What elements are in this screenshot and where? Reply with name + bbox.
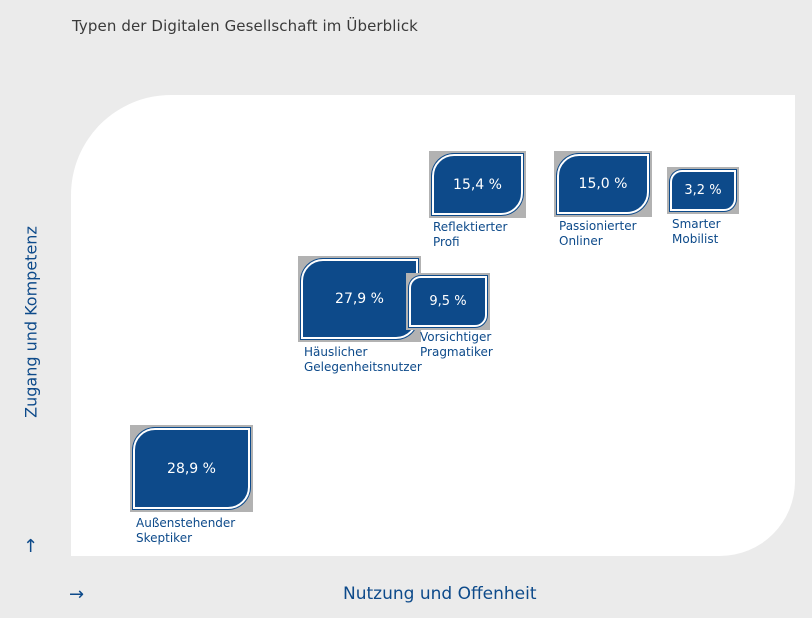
type-label-profi: Reflektierter Profi [433,220,507,250]
type-tile-profi: 15,4 % [429,151,526,218]
x-axis-label: Nutzung und Offenheit [343,584,537,604]
type-label-mobilist: Smarter Mobilist [672,217,721,247]
type-tile-skeptiker: 28,9 % [130,425,253,512]
type-label-line: Reflektierter [433,220,508,234]
type-label-line: Skeptiker [136,531,193,545]
type-tile-gelegenheitsnutzer: 27,9 % [298,256,421,342]
type-label-skeptiker: Außenstehender Skeptiker [136,516,235,546]
type-label-line: Profi [433,235,460,249]
type-label-onliner: Passionierter Onliner [559,219,637,249]
type-value: 3,2 % [670,170,736,211]
arrow-right-icon: → [69,584,85,605]
type-label-line: Vorsichtiger [420,330,492,344]
type-label-line: Pragmatiker [420,345,493,359]
type-tile-pragmatiker: 9,5 % [406,273,490,330]
page-title: Typen der Digitalen Gesellschaft im Über… [72,17,418,35]
type-label-gelegenheitsnutzer: Häuslicher Gelegenheitsnutzer [304,345,422,375]
type-label-line: Onliner [559,234,603,248]
type-label-line: Smarter [672,217,721,231]
type-value: 28,9 % [133,428,250,509]
type-tile-mobilist: 3,2 % [667,167,739,214]
type-label-line: Häuslicher [304,345,368,359]
type-label-line: Gelegenheitsnutzer [304,360,422,374]
type-label-pragmatiker: Vorsichtiger Pragmatiker [420,330,493,360]
type-value: 15,4 % [432,154,523,215]
type-value: 27,9 % [301,259,418,339]
type-value: 9,5 % [409,276,487,327]
type-label-line: Mobilist [672,232,719,246]
type-label-line: Außenstehender [136,516,236,530]
arrow-up-icon: ↑ [23,536,39,557]
type-value: 15,0 % [557,154,649,214]
type-label-line: Passionierter [559,219,637,233]
type-tile-onliner: 15,0 % [554,151,652,217]
y-axis-label: Zugang und Kompetenz [21,226,41,418]
